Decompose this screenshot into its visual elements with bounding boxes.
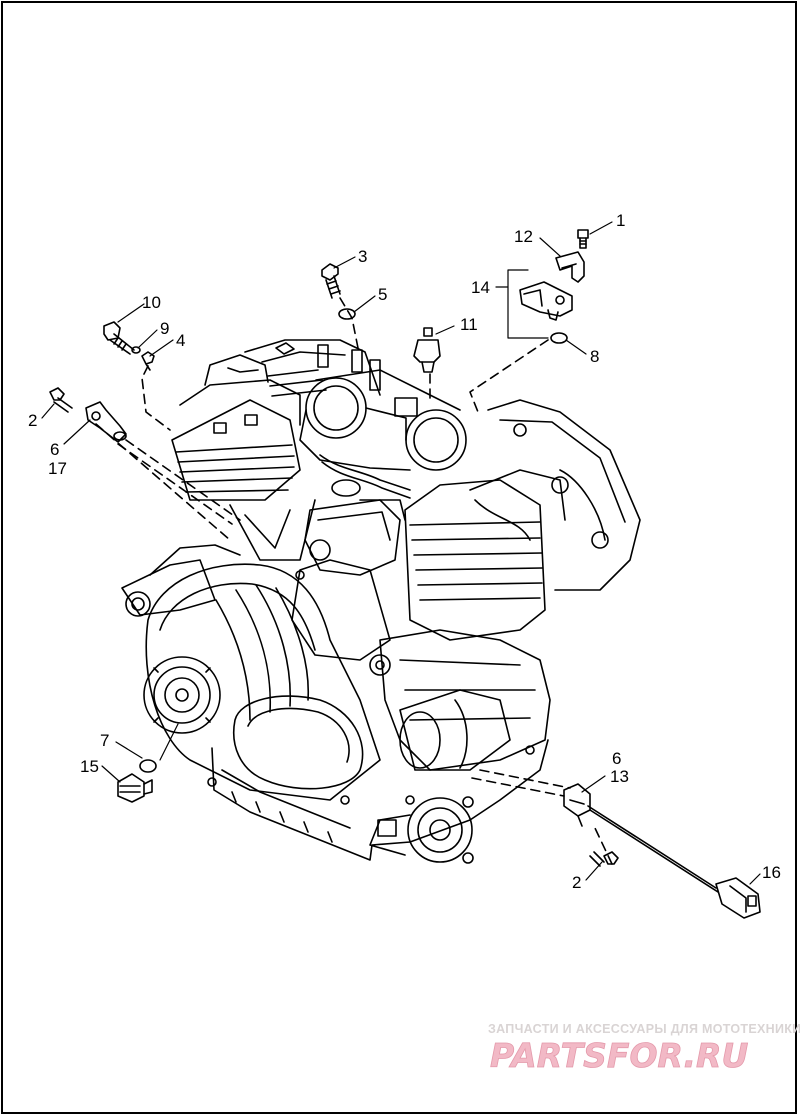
callout-9: 9 bbox=[160, 319, 169, 338]
bracket-part-12 bbox=[555, 251, 585, 283]
washer-part-5 bbox=[338, 308, 356, 320]
watermark-logo-text: PARTSFOR.RU bbox=[490, 1036, 748, 1072]
callout-3: 3 bbox=[358, 247, 367, 266]
callout-5: 5 bbox=[378, 285, 387, 304]
callout-14: 14 bbox=[471, 278, 490, 297]
o-ring-part-9 bbox=[131, 346, 141, 354]
callout-4: 4 bbox=[176, 331, 185, 350]
o-ring-part-7 bbox=[139, 759, 157, 773]
callout-6-left: 6 bbox=[50, 440, 59, 459]
sender-part-11 bbox=[413, 327, 441, 373]
watermark-caption: ЗАПЧАСТИ И АКСЕССУАРЫ ДЛЯ МОТОТЕХНИКИ bbox=[488, 1022, 800, 1036]
engine-assembly bbox=[121, 339, 641, 864]
callout-10: 10 bbox=[142, 293, 161, 312]
callout-1: 1 bbox=[616, 211, 625, 230]
bolt-part-10 bbox=[103, 321, 135, 355]
callout-16: 16 bbox=[762, 863, 781, 882]
callout-15: 15 bbox=[80, 757, 99, 776]
callout-12: 12 bbox=[514, 227, 533, 246]
sensor-part-6-13 bbox=[563, 783, 591, 827]
callout-17: 17 bbox=[48, 459, 67, 478]
sensor-part-6-17 bbox=[85, 401, 127, 443]
callout-8: 8 bbox=[590, 347, 599, 366]
callout-6-right: 6 bbox=[612, 749, 621, 768]
screw-part-1 bbox=[577, 229, 589, 249]
sender-part-15 bbox=[117, 773, 153, 803]
bolt-part-2-left bbox=[49, 387, 73, 413]
sensor-part-14 bbox=[519, 281, 573, 321]
install-lines bbox=[95, 297, 613, 865]
callout-2-left: 2 bbox=[28, 411, 37, 430]
callout-2-right: 2 bbox=[572, 873, 581, 892]
callout-11: 11 bbox=[460, 315, 478, 334]
leader-lines bbox=[41, 221, 761, 885]
callout-13: 13 bbox=[610, 767, 629, 786]
o-ring-part-8 bbox=[550, 332, 568, 344]
bolt-part-2-right bbox=[589, 851, 619, 867]
watermark-logo: PARTSFOR.RU bbox=[488, 1036, 794, 1076]
callout-labels: 1 12 3 14 5 10 11 9 4 8 2 6 17 7 15 6 13… bbox=[28, 211, 781, 892]
callout-7: 7 bbox=[100, 731, 109, 750]
bolt-part-3 bbox=[321, 263, 341, 299]
harness-part-16 bbox=[587, 805, 761, 919]
